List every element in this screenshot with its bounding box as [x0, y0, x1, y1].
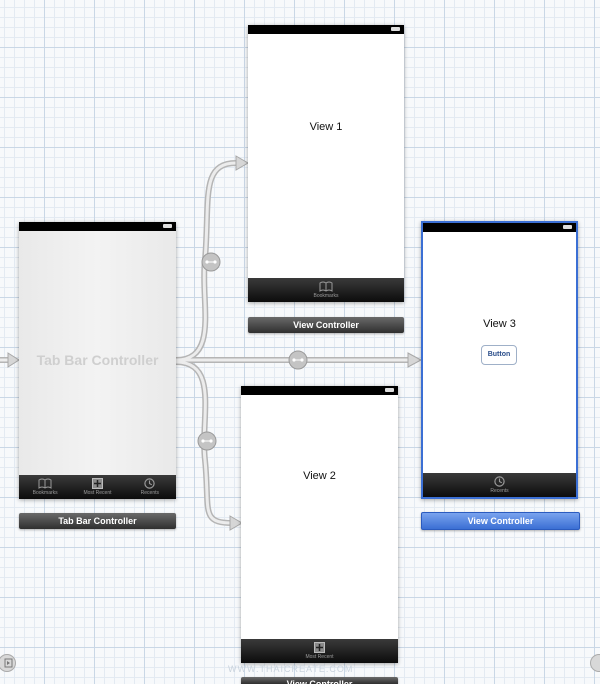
- arrowhead-entry: [7, 352, 20, 368]
- view2-title: View 2: [303, 470, 336, 482]
- arrowhead-view2: [229, 515, 243, 531]
- tab-bar: Most Recent: [241, 639, 398, 663]
- tab-label: Recents: [490, 488, 509, 494]
- tab-bar-controller-label[interactable]: Tab Bar Controller: [19, 513, 176, 529]
- arrowhead-view3: [407, 352, 423, 368]
- tab-label: Bookmarks: [32, 490, 58, 496]
- tab-recents[interactable]: Recents: [475, 476, 525, 494]
- status-bar: [248, 25, 404, 34]
- tab-label: Most Recent: [83, 490, 112, 496]
- status-bar: [19, 222, 176, 231]
- tab-bar-controller-title: Tab Bar Controller: [36, 352, 159, 368]
- view1-controller-label[interactable]: View Controller: [248, 317, 404, 333]
- battery-icon: [391, 27, 400, 31]
- tab-bar-controller-scene[interactable]: Tab Bar Controller Bookmarks Most Recent…: [19, 222, 176, 499]
- tab-label: Most Recent: [305, 654, 334, 660]
- battery-icon: [563, 225, 572, 229]
- play-button[interactable]: [0, 654, 16, 672]
- book-icon: [319, 281, 333, 293]
- view3-scene[interactable]: View 3 Button Recents: [421, 221, 578, 499]
- tab-bar: Bookmarks Most Recent Recents: [19, 475, 176, 499]
- tab-label: Bookmarks: [313, 293, 339, 299]
- tab-recents[interactable]: Recents: [125, 478, 175, 496]
- tab-bookmarks[interactable]: Bookmarks: [20, 478, 70, 496]
- tab-label: Recents: [140, 490, 159, 496]
- clock-icon: [494, 476, 505, 488]
- status-bar: [241, 386, 398, 395]
- segue-icon-group: [197, 252, 308, 451]
- plus-square-icon: [314, 642, 325, 654]
- arrowhead-view1: [235, 155, 249, 171]
- tab-most-recent[interactable]: Most Recent: [72, 478, 122, 496]
- tab-most-recent[interactable]: Most Recent: [295, 642, 345, 660]
- watermark: WWW.THAICREATE.COM: [228, 664, 354, 674]
- play-icon: [4, 658, 13, 668]
- battery-icon: [385, 388, 394, 392]
- view2-scene[interactable]: View 2 Most Recent: [241, 386, 398, 663]
- plus-square-icon: [91, 478, 103, 490]
- battery-icon: [163, 224, 172, 228]
- status-bar: [423, 223, 576, 232]
- view3-title: View 3: [483, 318, 516, 330]
- view1-scene[interactable]: View 1 Bookmarks: [248, 25, 404, 302]
- tab-bar-controller-canvas: [19, 231, 176, 475]
- view1-title: View 1: [309, 121, 343, 133]
- clock-icon: [144, 478, 156, 490]
- view2-controller-label[interactable]: View Controller: [241, 677, 398, 684]
- view3-button[interactable]: Button: [481, 345, 517, 365]
- view3-controller-label[interactable]: View Controller: [421, 512, 580, 530]
- book-icon: [38, 478, 52, 490]
- tab-bookmarks[interactable]: Bookmarks: [301, 281, 351, 299]
- tab-bar: Recents: [423, 473, 576, 497]
- tab-bar: Bookmarks: [248, 278, 404, 302]
